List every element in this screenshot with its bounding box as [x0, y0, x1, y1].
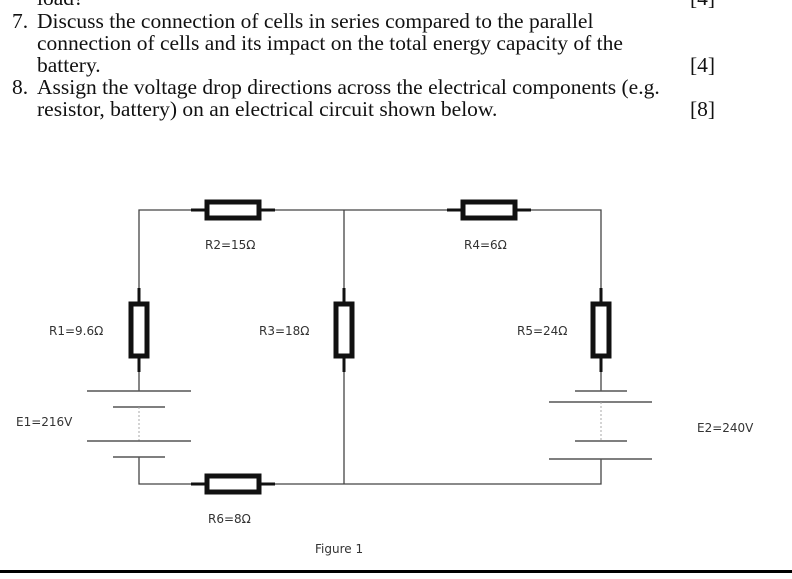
question-number: 7.	[12, 9, 29, 33]
question-text-line: Assign the voltage drop directions acros…	[37, 75, 660, 99]
label-e1: E1=216V	[16, 415, 73, 429]
resistor-r5	[590, 288, 612, 372]
battery-e1	[87, 390, 191, 458]
question-text-line: resistor, battery) on an electrical circ…	[37, 97, 498, 121]
figure-caption: Figure 1	[315, 542, 363, 556]
label-r1: R1=9.6Ω	[49, 324, 103, 338]
page-divider	[0, 570, 792, 573]
label-e2: E2=240V	[697, 421, 754, 435]
question-text-line: connection of cells and its impact on th…	[37, 31, 623, 55]
resistor-r4	[447, 199, 531, 221]
question-mark: [4]	[690, 53, 716, 77]
label-r6: R6=8Ω	[208, 512, 251, 526]
wires	[138, 209, 602, 485]
question-text-line: Discuss the connection of cells in serie…	[37, 9, 594, 33]
label-r2: R2=15Ω	[205, 238, 255, 252]
resistor-r3	[333, 288, 355, 372]
cut-question-line: load?	[37, 0, 84, 9]
resistor-r6	[191, 473, 275, 495]
label-r3: R3=18Ω	[259, 324, 309, 338]
label-r4: R4=6Ω	[464, 238, 507, 252]
question-number: 8.	[12, 75, 29, 99]
cut-question-mark: [4]	[690, 0, 715, 9]
resistor-r1	[128, 288, 150, 372]
question-text-line: battery.	[37, 53, 101, 77]
label-r5: R5=24Ω	[517, 324, 567, 338]
battery-e2	[549, 390, 652, 460]
resistor-r2	[191, 199, 275, 221]
question-mark: [8]	[690, 97, 716, 121]
